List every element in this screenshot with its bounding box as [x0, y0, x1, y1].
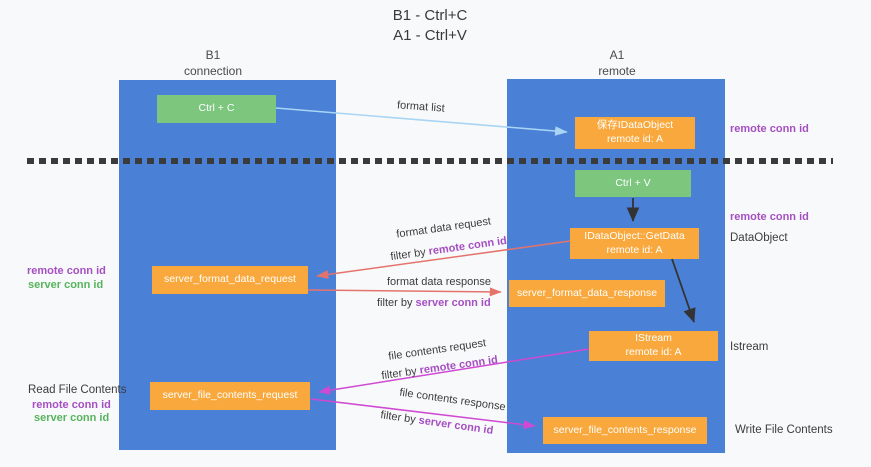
server-format-data-request-label: server_format_data_request	[164, 273, 296, 286]
remote-conn-id-text: remote conn id	[427, 234, 508, 258]
format-list-label: format list	[396, 99, 446, 115]
save-idataobject-line1: 保存IDataObject	[596, 119, 674, 132]
istream-line1: IStream	[635, 332, 672, 345]
a1-name: A1	[609, 48, 625, 62]
getdata-line1: IDataObject::GetData	[584, 229, 685, 242]
istream-line2: remote id: A	[625, 346, 682, 358]
filter-by-text: filter by	[379, 409, 420, 427]
diagram-title: B1 - Ctrl+C A1 - Ctrl+V	[0, 6, 860, 47]
title-line-2: A1 - Ctrl+V	[393, 27, 467, 45]
format-data-response-arrow	[307, 287, 502, 297]
session-divider-dashed-line	[27, 158, 833, 164]
dataobject-annotation: DataObject	[730, 232, 788, 244]
server-file-contents-response-label: server_file_contents_response	[553, 423, 697, 436]
server-conn-id-text: server conn id	[415, 297, 491, 309]
b1-subtitle: connection	[183, 64, 243, 79]
format-data-request-label: format data request	[395, 215, 492, 241]
write-file-contents-annotation: Write File Contents	[735, 424, 833, 436]
remote-conn-id-text: remote conn id	[418, 353, 499, 377]
filter-by-text: filter by	[377, 297, 416, 309]
column-header-a1: A1 remote	[557, 47, 677, 79]
server-format-data-response-box: server_format_data_response	[509, 280, 665, 307]
remote-conn-id-annotation-mid-right: remote conn id	[730, 211, 809, 223]
remote-conn-id-annotation-left-2: remote conn id	[32, 399, 111, 411]
filter-by-server-conn-id-label-2: filter by server conn id	[380, 409, 494, 437]
server-conn-id-annotation-left-2: server conn id	[34, 412, 110, 424]
server-file-contents-response-box: server_file_contents_response	[543, 417, 707, 444]
ctrl-v-label: Ctrl + V	[615, 176, 651, 189]
a1-subtitle: remote	[598, 64, 636, 79]
server-format-data-request-box: server_format_data_request	[152, 266, 308, 294]
title-line-1: B1 - Ctrl+C	[392, 7, 468, 24]
istream-annotation: Istream	[730, 341, 769, 353]
column-header-b1: B1 connection	[153, 47, 273, 79]
server-conn-id-annotation-left-1: server conn id	[28, 279, 104, 291]
filter-by-server-conn-id-label-1: filter by server conn id	[377, 297, 491, 309]
idataobject-getdata-box: IDataObject::GetData remote id: A	[570, 228, 699, 259]
istream-box: IStream remote id: A	[589, 331, 718, 361]
ctrl-c-box: Ctrl + C	[157, 95, 276, 123]
server-conn-id-text: server conn id	[417, 414, 495, 437]
format-data-response-label: format data response	[387, 276, 491, 288]
remote-conn-id-annotation-left-1: remote conn id	[27, 265, 106, 277]
server-file-contents-request-box: server_file_contents_request	[150, 382, 310, 410]
filter-by-text: filter by	[380, 364, 421, 383]
server-file-contents-request-label: server_file_contents_request	[162, 389, 298, 402]
remote-conn-id-annotation-top-right: remote conn id	[730, 123, 809, 135]
file-contents-response-label: file contents response	[398, 386, 507, 414]
ctrl-v-box: Ctrl + V	[575, 170, 691, 197]
save-idataobject-box: 保存IDataObject remote id: A	[575, 117, 695, 149]
b1-name: B1	[205, 48, 221, 62]
ctrl-c-label: Ctrl + C	[198, 102, 235, 115]
save-idataobject-line2: remote id: A	[606, 133, 664, 145]
server-format-data-response-label: server_format_data_response	[516, 286, 658, 299]
read-file-contents-annotation: Read File Contents	[28, 384, 127, 396]
filter-by-text: filter by	[389, 245, 430, 264]
getdata-line2: remote id: A	[606, 243, 663, 256]
